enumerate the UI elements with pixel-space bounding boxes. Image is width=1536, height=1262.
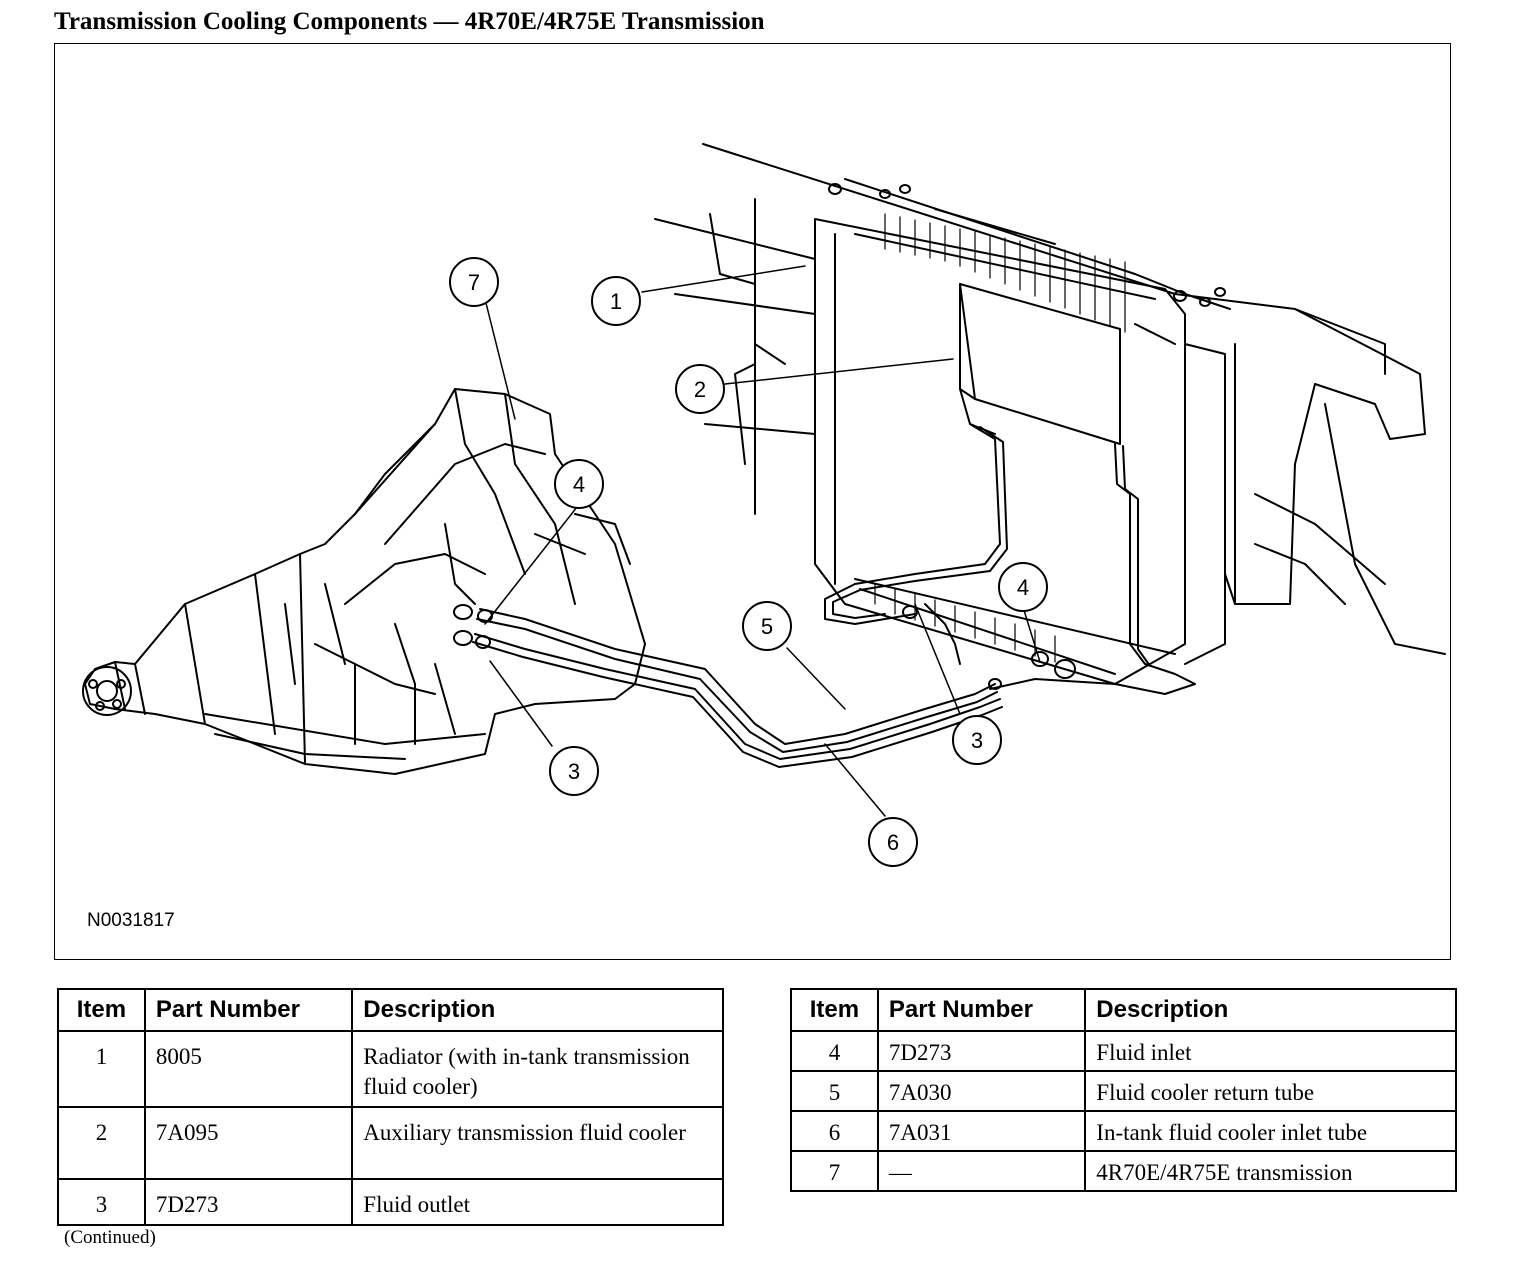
cell-description: Fluid cooler return tube: [1084, 1069, 1457, 1112]
svg-text:3: 3: [568, 759, 580, 784]
callouts: 7 1 2 4 4 5 3: [449, 257, 1048, 867]
svg-text:7: 7: [468, 270, 480, 295]
cell-part-number: 7D273: [876, 1030, 1087, 1072]
cell-description: In-tank fluid cooler inlet tube: [1084, 1109, 1457, 1152]
cell-part-number: —: [876, 1149, 1087, 1192]
callout-4-transmission: 4: [554, 459, 604, 509]
svg-text:6: 6: [887, 830, 899, 855]
header-description: Description: [351, 988, 724, 1032]
cell-item: 5: [790, 1069, 879, 1112]
radiator-support-frame: [654, 143, 1446, 655]
header-part-number: Part Number: [143, 988, 354, 1032]
cell-part-number: 7D273: [143, 1177, 354, 1226]
diagram-figure: 7 1 2 4 4 5 3: [54, 43, 1451, 960]
cell-item: 6: [790, 1109, 879, 1152]
transmission-cooling-illustration: 7 1 2 4 4 5 3: [82, 143, 1446, 867]
leader-lines: [484, 265, 1041, 817]
table-row: 6 7A031 In-tank fluid cooler inlet tube: [790, 1109, 1457, 1152]
header-item: Item: [57, 988, 146, 1032]
table-row: 7 — 4R70E/4R75E transmission: [790, 1149, 1457, 1192]
header-part-number: Part Number: [876, 988, 1087, 1032]
cell-description: Radiator (with in-tank transmission flui…: [351, 1030, 724, 1108]
table-row: 4 7D273 Fluid inlet: [790, 1030, 1457, 1072]
cell-item: 2: [57, 1105, 146, 1180]
svg-text:3: 3: [971, 728, 983, 753]
header-item: Item: [790, 988, 879, 1032]
figure-id: N0031817: [87, 910, 175, 931]
cell-item: 7: [790, 1149, 879, 1192]
callout-5: 5: [742, 601, 792, 651]
output-flange: [82, 666, 132, 716]
cell-description: Fluid inlet: [1084, 1030, 1457, 1072]
svg-text:5: 5: [761, 614, 773, 639]
cell-part-number: 7A095: [143, 1105, 354, 1180]
cell-description: Auxiliary transmission fluid cooler: [351, 1105, 724, 1180]
parts-table-left: Item Part Number Description 1 8005 Radi…: [57, 988, 724, 1226]
callout-6: 6: [868, 817, 918, 867]
svg-text:1: 1: [610, 289, 622, 314]
cell-part-number: 8005: [143, 1030, 354, 1108]
callout-4-radiator: 4: [998, 562, 1048, 612]
transmission-fittings: [453, 604, 493, 649]
page-title: Transmission Cooling Components — 4R70E/…: [54, 8, 765, 35]
cell-description: Fluid outlet: [351, 1177, 724, 1226]
transmission-body: [84, 388, 646, 775]
cell-item: 4: [790, 1030, 879, 1072]
table-row: 5 7A030 Fluid cooler return tube: [790, 1069, 1457, 1112]
radiator-fittings: [828, 183, 1226, 690]
cell-description: 4R70E/4R75E transmission: [1084, 1149, 1457, 1192]
callout-3-transmission: 3: [549, 746, 599, 796]
svg-text:2: 2: [694, 377, 706, 402]
callout-3-radiator: 3: [952, 715, 1002, 765]
callout-7: 7: [449, 257, 499, 307]
cell-item: 1: [57, 1030, 146, 1108]
auxiliary-cooler: [959, 283, 1121, 445]
table-header-row: Item Part Number Description: [790, 988, 1457, 1032]
radiator-fins: [874, 213, 1126, 663]
radiator-core: [814, 218, 1226, 685]
continued-note: (Continued): [64, 1227, 156, 1248]
cooler-tubes-main: [472, 608, 1003, 768]
cell-part-number: 7A030: [876, 1069, 1087, 1112]
table-header-row: Item Part Number Description: [57, 988, 724, 1032]
header-description: Description: [1084, 988, 1457, 1032]
cell-item: 3: [57, 1177, 146, 1226]
table-row: 1 8005 Radiator (with in-tank transmissi…: [57, 1030, 724, 1108]
callout-1: 1: [591, 276, 641, 326]
cell-part-number: 7A031: [876, 1109, 1087, 1152]
table-row: 2 7A095 Auxiliary transmission fluid coo…: [57, 1105, 724, 1180]
svg-text:4: 4: [1017, 575, 1029, 600]
parts-table-right: Item Part Number Description 4 7D273 Flu…: [790, 988, 1457, 1192]
cooler-lines-radiator: [824, 423, 1196, 695]
table-row: 3 7D273 Fluid outlet: [57, 1177, 724, 1226]
svg-text:4: 4: [573, 472, 585, 497]
callout-2: 2: [675, 364, 725, 414]
